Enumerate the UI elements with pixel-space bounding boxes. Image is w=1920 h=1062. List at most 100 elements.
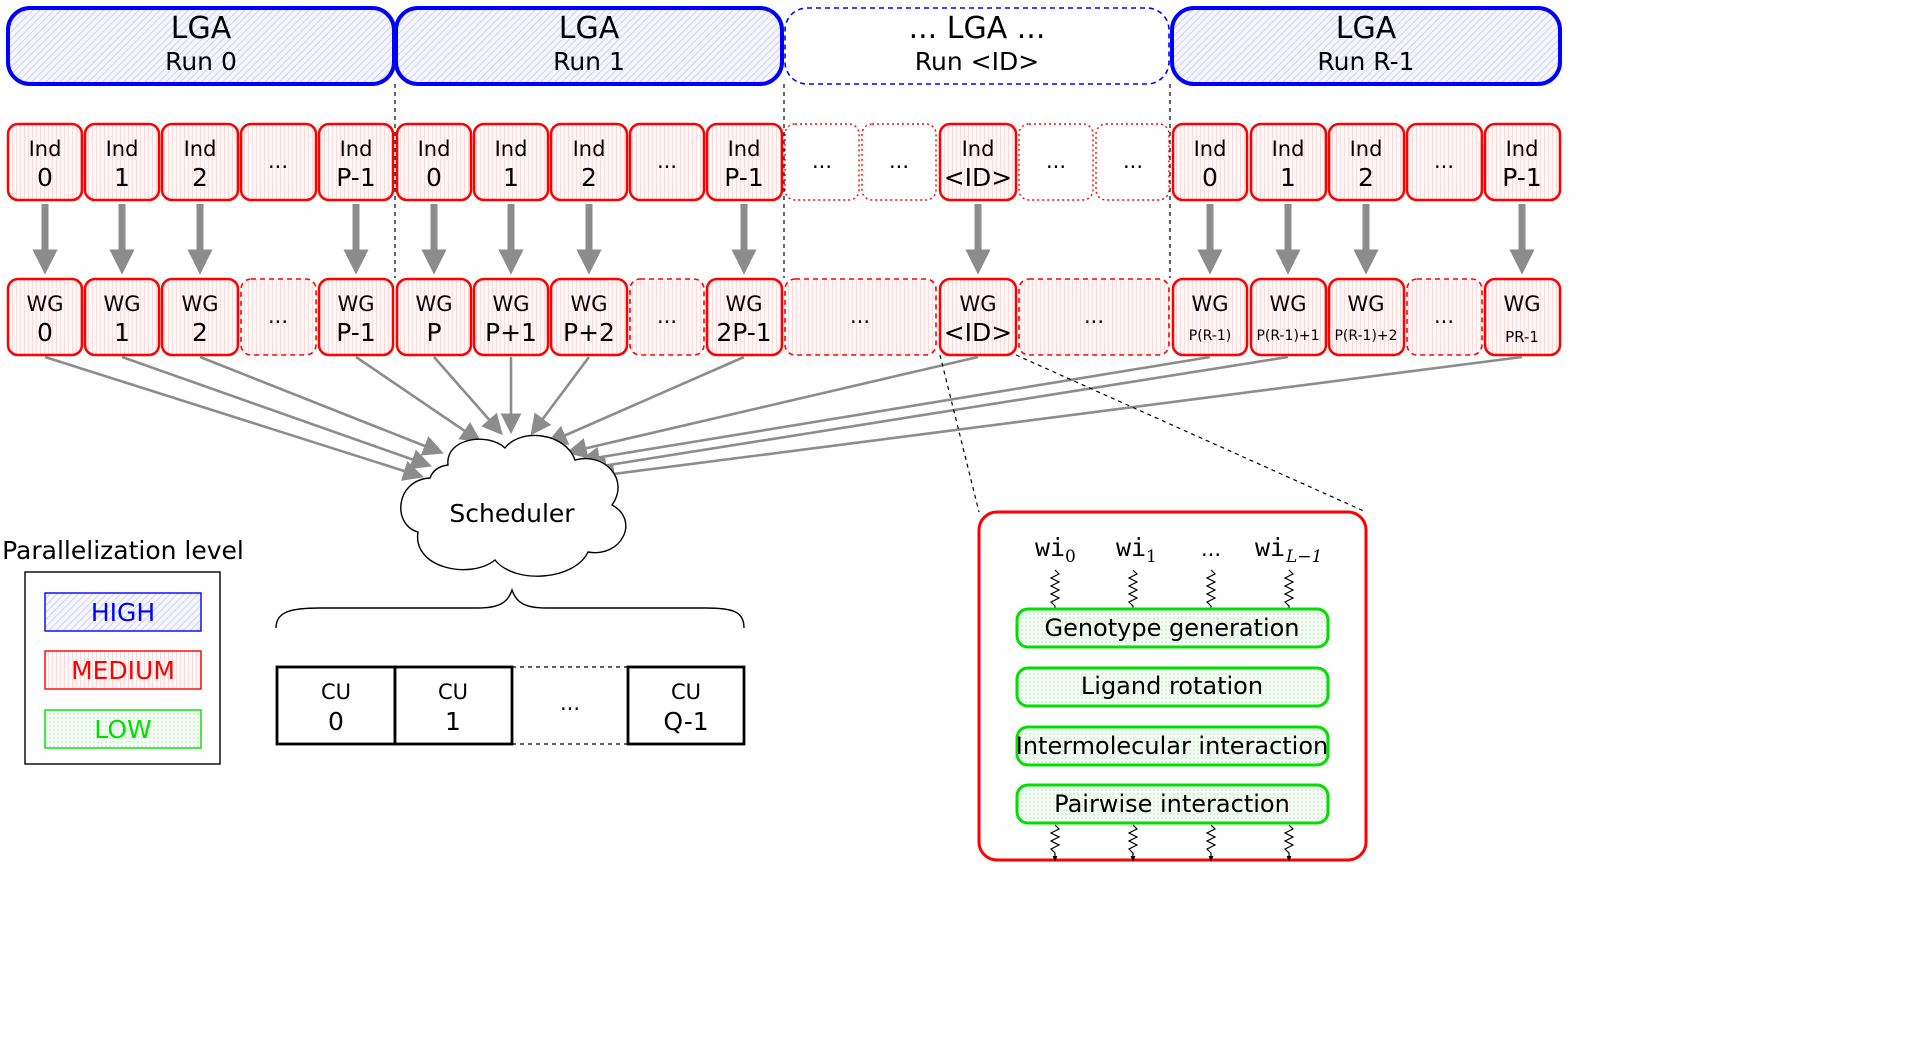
legend: Parallelization level HIGH MEDIUM LOW	[2, 536, 244, 765]
run-box-0: LGA Run 0	[6, 6, 396, 86]
svg-text:P+2: P+2	[563, 318, 615, 347]
svg-text:WG: WG	[725, 292, 762, 316]
legend-item-low: LOW	[44, 709, 202, 749]
svg-text:WG: WG	[492, 292, 529, 316]
svg-text:Ind: Ind	[495, 137, 528, 161]
svg-text:WG: WG	[1347, 292, 1384, 316]
individual-box: Ind 2	[1327, 122, 1406, 202]
svg-text:...: ...	[268, 304, 288, 328]
svg-text:...: ...	[657, 149, 677, 173]
svg-text:0: 0	[1202, 163, 1218, 192]
svg-text:1: 1	[503, 163, 519, 192]
individual-box: Ind P-1	[1483, 122, 1562, 202]
svg-text:<ID>: <ID>	[944, 318, 1013, 347]
workgroup-box-ellipsis: ...	[629, 278, 705, 356]
svg-text:LGA: LGA	[171, 11, 232, 46]
workgroup-box: WG PR-1	[1483, 277, 1562, 357]
svg-text:...: ...	[560, 691, 580, 715]
svg-text:2: 2	[581, 163, 597, 192]
task-intermolecular-interaction: Intermolecular interaction	[1015, 725, 1330, 767]
task-genotype-generation: Genotype generation	[1015, 607, 1330, 649]
svg-text:0: 0	[1065, 547, 1076, 567]
svg-text:...: ...	[268, 149, 288, 173]
svg-text:P-1: P-1	[336, 163, 375, 192]
workgroup-box: WG <ID>	[938, 277, 1018, 357]
individual-box: Ind 0	[6, 122, 84, 202]
run-box-id: ... LGA ... Run <ID>	[784, 7, 1170, 85]
individuals-row: Ind 0 Ind 1 Ind 2 ... Ind P-1 Ind 0	[6, 122, 1562, 202]
svg-text:1: 1	[114, 163, 130, 192]
compute-unit: CU 1	[438, 680, 468, 736]
svg-text:Q-1: Q-1	[663, 707, 708, 736]
svg-text:WG: WG	[959, 292, 996, 316]
individual-box: Ind P-1	[705, 122, 784, 202]
svg-text:...: ...	[812, 149, 832, 173]
compute-unit: CU 0	[321, 680, 351, 736]
svg-text:WG: WG	[415, 292, 452, 316]
svg-text:...: ...	[889, 149, 909, 173]
svg-text:Ind: Ind	[29, 137, 62, 161]
svg-text:Ind: Ind	[106, 137, 139, 161]
svg-text:...: ...	[1084, 304, 1104, 328]
workgroup-box: WG 1	[83, 277, 161, 357]
compute-units: CU 0 CU 1 ... CU Q-1	[275, 665, 746, 746]
run-box-last: LGA Run R-1	[1170, 6, 1562, 86]
compute-unit: CU Q-1	[663, 680, 708, 736]
svg-text:P(R-1): P(R-1)	[1189, 328, 1232, 344]
svg-text:0: 0	[426, 163, 442, 192]
brace	[275, 587, 745, 629]
svg-text:P-1: P-1	[336, 318, 375, 347]
svg-text:Ind: Ind	[1194, 137, 1227, 161]
workgroup-box: WG P(R-1)+2	[1327, 277, 1406, 357]
svg-text:...: ...	[1046, 149, 1066, 173]
svg-text:Ind: Ind	[728, 137, 761, 161]
svg-text:WG: WG	[1269, 292, 1306, 316]
workitem-label-ellipsis: ...	[1201, 537, 1221, 561]
workitem-squiggle-arrows-bottom	[1049, 824, 1295, 862]
svg-text:...: ...	[1123, 149, 1143, 173]
svg-text:wi: wi	[1255, 533, 1285, 562]
individual-box-ellipsis: ...	[628, 122, 706, 202]
ind-to-wg-arrows	[32, 204, 1535, 275]
svg-text:MEDIUM: MEDIUM	[71, 656, 175, 685]
svg-text:Run <ID>: Run <ID>	[915, 47, 1039, 76]
svg-text:CU: CU	[321, 680, 351, 704]
workitem-squiggle-arrows	[1049, 569, 1295, 615]
svg-text:...: ...	[1434, 149, 1454, 173]
individual-box: Ind 0	[395, 122, 473, 202]
svg-text:Ind: Ind	[573, 137, 606, 161]
svg-text:Ligand rotation: Ligand rotation	[1081, 672, 1263, 700]
individual-box-ellipsis: ...	[239, 122, 318, 202]
legend-item-medium: MEDIUM	[44, 650, 202, 690]
svg-text:Ind: Ind	[418, 137, 451, 161]
individual-box-ellipsis: ...	[1405, 122, 1484, 202]
compute-unit-ellipsis: ...	[560, 691, 580, 715]
svg-text:Pairwise interaction: Pairwise interaction	[1054, 790, 1290, 818]
svg-text:P-1: P-1	[724, 163, 763, 192]
svg-text:... LGA ...: ... LGA ...	[909, 11, 1046, 46]
wg-to-scheduler-arrows	[44, 355, 1523, 485]
svg-text:1: 1	[1146, 547, 1157, 567]
svg-text:WG: WG	[570, 292, 607, 316]
workitem-label: wi 0	[1035, 533, 1076, 567]
workitem-label: wi L−1	[1255, 533, 1322, 567]
task-ligand-rotation: Ligand rotation	[1015, 666, 1330, 708]
svg-text:Ind: Ind	[184, 137, 217, 161]
svg-text:1: 1	[114, 318, 130, 347]
svg-text:wi: wi	[1035, 533, 1065, 562]
svg-text:Run 0: Run 0	[165, 47, 237, 76]
svg-text:WG: WG	[103, 292, 140, 316]
individual-box-ellipsis: ...	[861, 123, 937, 201]
svg-text:Ind: Ind	[1350, 137, 1383, 161]
svg-text:Run R-1: Run R-1	[1317, 47, 1414, 76]
svg-text:Ind: Ind	[962, 137, 995, 161]
workgroup-box: WG P	[395, 277, 473, 357]
legend-item-high: HIGH	[44, 592, 202, 632]
svg-text:2: 2	[192, 318, 208, 347]
individual-box-ellipsis: ...	[784, 123, 860, 201]
workgroup-box: WG P(R-1)+1	[1249, 277, 1328, 357]
svg-text:...: ...	[1434, 304, 1454, 328]
workitem-label: wi 1	[1116, 533, 1157, 567]
workitem-detail-box: wi 0 wi 1 ... wi L−1 Genotype generation	[977, 510, 1368, 862]
